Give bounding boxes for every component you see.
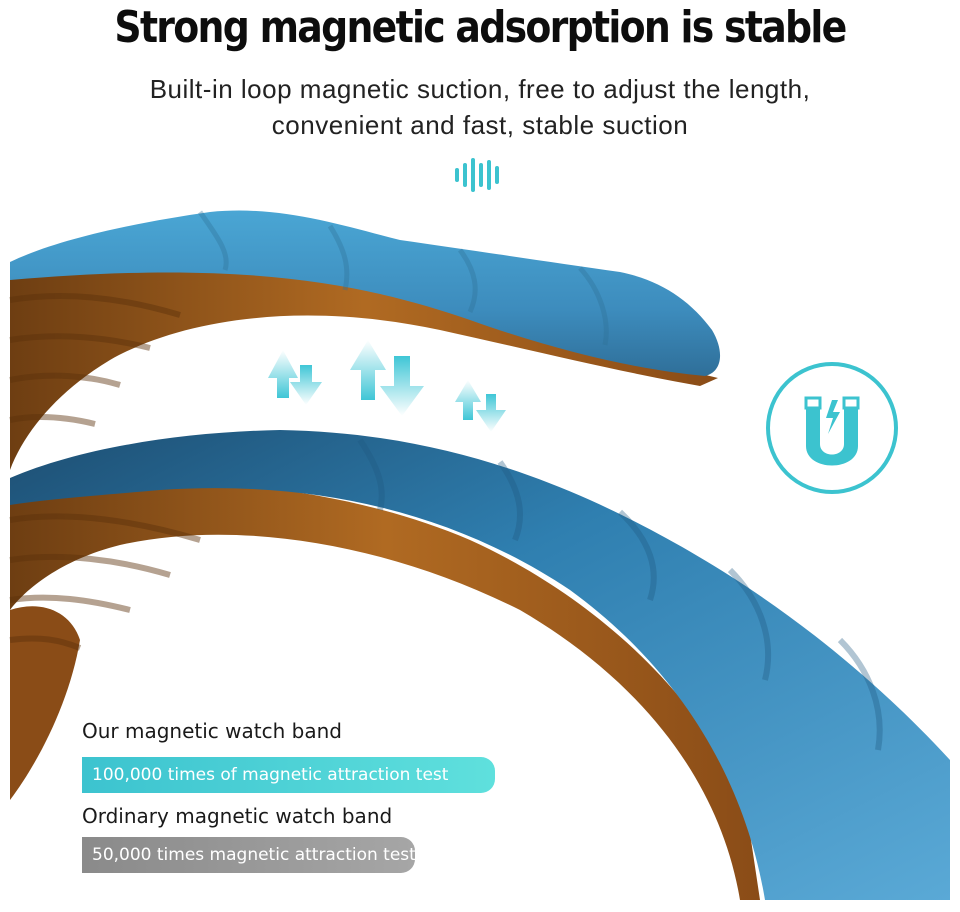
our-band-test-bar: 100,000 times of magnetic attraction tes… bbox=[82, 757, 495, 793]
ordinary-band-test-bar: 50,000 times magnetic attraction test bbox=[82, 837, 416, 873]
ordinary-band-label: Ordinary magnetic watch band bbox=[82, 804, 393, 828]
subtitle-line-1: Built-in loop magnetic suction, free to … bbox=[149, 74, 811, 104]
lower-band-inner bbox=[10, 481, 760, 900]
sound-wave-icon bbox=[455, 158, 499, 192]
magnet-icon bbox=[766, 362, 898, 494]
our-band-label: Our magnetic watch band bbox=[82, 719, 342, 743]
lower-band-outer bbox=[10, 430, 950, 900]
upper-band-inner bbox=[10, 250, 718, 470]
subtitle-line-2: convenient and fast, stable suction bbox=[271, 110, 689, 140]
page-headline: Strong magnetic adsorption is stable bbox=[114, 2, 847, 53]
upper-band-outer bbox=[10, 210, 721, 376]
up-down-arrows-icon bbox=[268, 340, 506, 432]
